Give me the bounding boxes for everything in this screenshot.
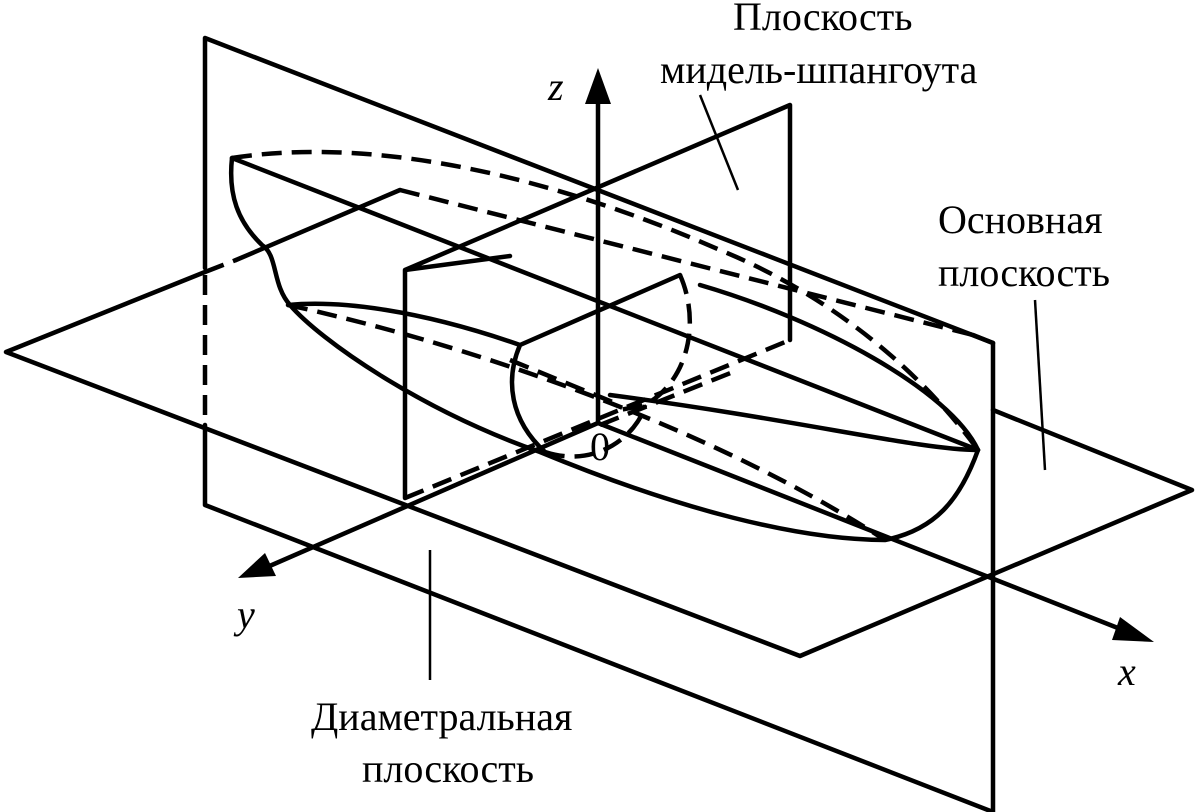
leader-base-plane — [1033, 299, 1047, 471]
hull-deck-line — [229, 155, 981, 453]
origin-label: 0 — [590, 424, 610, 469]
base-plane-hidden-edge — [204, 187, 974, 338]
midship-section-hidden — [509, 274, 693, 459]
base-plane-label-line2: плоскость — [938, 250, 1110, 295]
x-axis-arrowhead — [1112, 617, 1154, 642]
diametral-plane-label-line2: плоскость — [362, 746, 534, 791]
diametral-plane-label-line1: Диаметральная — [311, 694, 572, 739]
y-axis — [262, 420, 601, 571]
hull-waterline-fore — [607, 392, 981, 453]
midship-plane-label-line1: Плоскость — [733, 0, 912, 39]
y-axis-hidden — [599, 367, 739, 428]
z-axis-arrowhead — [585, 68, 611, 104]
hull-sheer-hidden — [231, 149, 980, 452]
midship-plane-label-line2: мидель-шпангоута — [660, 47, 978, 92]
x-axis-label: x — [1117, 649, 1136, 694]
midship-plane-bottom-edge — [404, 337, 791, 501]
x-axis — [595, 420, 1131, 635]
base-plane-label-line1: Основная — [938, 197, 1103, 242]
y-axis-label: y — [233, 592, 255, 637]
z-axis-label: z — [547, 64, 564, 109]
leader-midship-plane — [698, 94, 740, 191]
hull-waterline-aft — [285, 301, 523, 348]
hull-waterline-hidden — [287, 302, 887, 542]
y-axis-arrowhead — [238, 553, 276, 578]
